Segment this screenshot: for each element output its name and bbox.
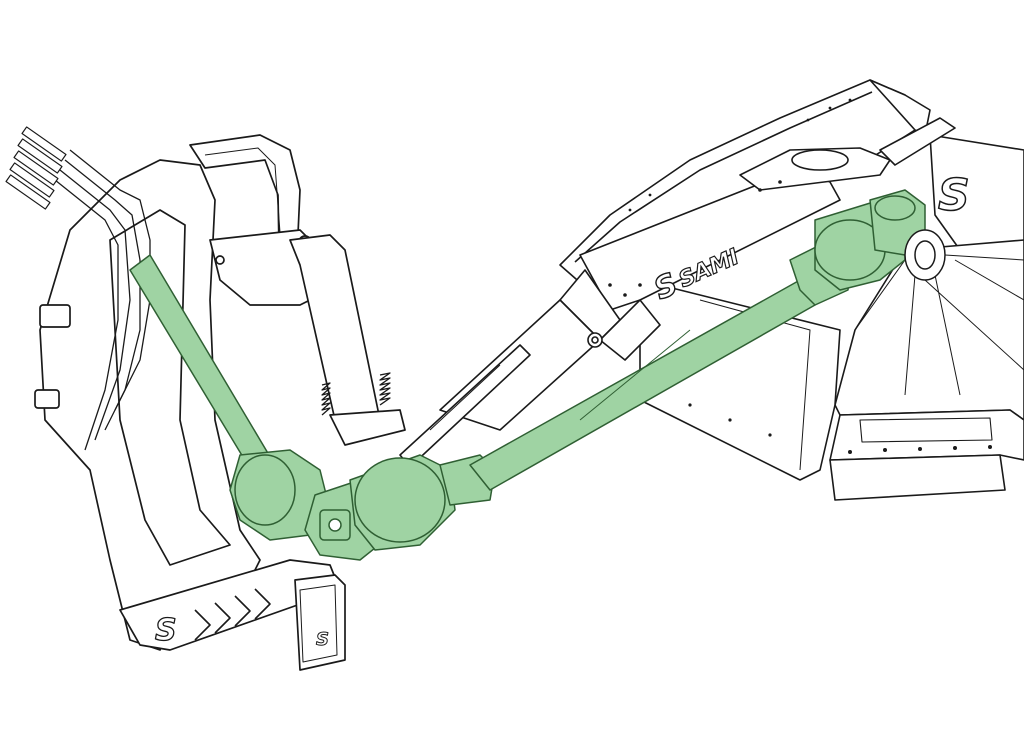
mower-gearbox [904,229,946,281]
chevron-right-icon [194,588,271,641]
lift-arm [399,117,956,468]
hitch-frame: S S [5,126,406,671]
emblem-housing: S [938,170,970,221]
sami-s-emblem-icon: S [937,169,970,222]
emblem-frame: S [155,613,177,648]
emblem-stand: S [316,629,329,650]
